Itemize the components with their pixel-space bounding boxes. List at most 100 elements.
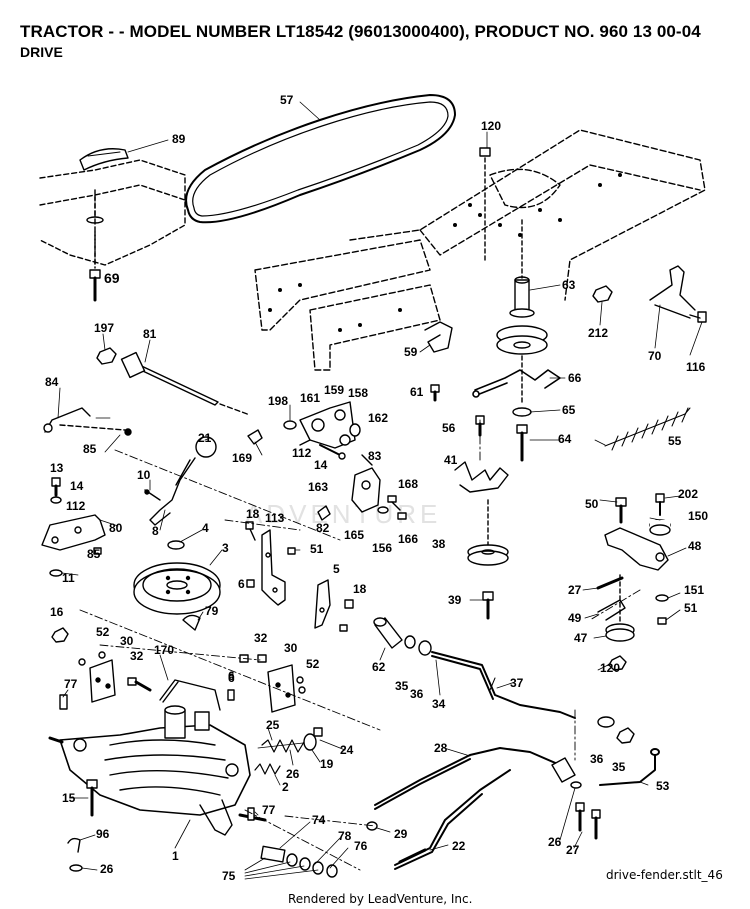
callout-21: 21 — [198, 431, 212, 445]
bolt-69 — [89, 231, 101, 302]
spring-55 — [604, 407, 691, 451]
callout-70: 70 — [648, 349, 662, 363]
bracket-113 — [261, 529, 286, 606]
callout-76: 76 — [354, 839, 368, 853]
bolt-18b — [344, 599, 354, 609]
callout-202: 202 — [678, 487, 698, 501]
callout-1: 1 — [172, 849, 179, 863]
fan-79 — [182, 614, 201, 631]
bolt-61 — [430, 384, 440, 402]
callout-2: 2 — [282, 780, 289, 794]
bracket-48 — [604, 527, 669, 571]
callout-150: 150 — [688, 509, 708, 523]
callout-151: 151 — [684, 583, 704, 597]
bracket-5 — [314, 579, 331, 629]
bolt-15 — [86, 779, 98, 817]
callout-53: 53 — [656, 779, 670, 793]
rod-28 — [374, 747, 561, 810]
callout-59: 59 — [404, 345, 418, 359]
callout-5: 5 — [333, 562, 340, 576]
callout-26-bottom: 26 — [100, 862, 114, 876]
bushing-74 — [260, 845, 286, 863]
idler-pulley-38 — [467, 499, 509, 566]
callout-52-left: 52 — [96, 625, 110, 639]
callout-85-top: 85 — [83, 442, 97, 456]
washer-36 — [418, 640, 432, 656]
drive-belt-57 — [185, 94, 456, 224]
clip-59 — [424, 321, 453, 353]
callout-15: 15 — [62, 791, 76, 805]
callout-8: 8 — [152, 524, 159, 538]
callout-51-mid: 51 — [310, 542, 324, 556]
callout-66: 66 — [568, 371, 582, 385]
callout-18-right: 18 — [353, 582, 367, 596]
callout-30-left: 30 — [120, 634, 134, 648]
callout-212: 212 — [588, 326, 608, 340]
washers-75 — [286, 853, 338, 878]
callout-4: 4 — [202, 521, 209, 535]
callout-14-mid: 14 — [314, 458, 328, 472]
rod-34 — [431, 651, 576, 719]
bushing-151 — [655, 594, 669, 602]
callout-80: 80 — [109, 521, 123, 535]
transaxle-1 — [48, 705, 267, 836]
bracket-30-left — [89, 659, 116, 703]
callout-64: 64 — [558, 432, 572, 446]
callout-6-right: 6 — [228, 669, 235, 683]
nut-24 — [313, 727, 323, 737]
callout-3: 3 — [222, 541, 229, 555]
idler-bracket-66 — [472, 369, 561, 398]
washer-26-right — [570, 781, 582, 789]
callout-29: 29 — [394, 827, 408, 841]
callout-78: 78 — [338, 829, 352, 843]
spacer-19 — [303, 733, 317, 751]
callout-16: 16 — [50, 605, 64, 619]
callout-10: 10 — [137, 468, 151, 482]
callout-113: 113 — [265, 511, 285, 525]
seat-knob-89 — [79, 148, 129, 224]
frame-holes — [268, 173, 622, 332]
callout-116: 116 — [686, 360, 706, 374]
callout-11: 11 — [62, 571, 75, 585]
washer-11 — [49, 569, 63, 577]
callout-112-mid: 112 — [292, 446, 312, 460]
bolt-116 — [689, 311, 707, 323]
callout-112-left: 112 — [66, 499, 86, 513]
callout-36-right: 36 — [590, 752, 604, 766]
callout-37: 37 — [510, 676, 524, 690]
callout-83: 83 — [368, 449, 382, 463]
lever-84 — [43, 407, 132, 436]
washer-26-bottom — [69, 864, 83, 872]
nut-120-top — [479, 147, 491, 261]
bolt-64 — [516, 424, 528, 462]
clip-82 — [317, 505, 331, 521]
callout-57: 57 — [280, 93, 294, 107]
washer-14 — [50, 496, 62, 504]
callout-30-right: 30 — [284, 641, 298, 655]
callout-48: 48 — [688, 539, 702, 553]
bolt-50 — [615, 497, 627, 524]
callout-39: 39 — [448, 593, 462, 607]
callout-52-right: 52 — [306, 657, 320, 671]
pin-10 — [144, 489, 161, 501]
callout-38: 38 — [432, 537, 446, 551]
callout-27-right: 27 — [568, 583, 582, 597]
callout-35-left: 35 — [395, 679, 409, 693]
pin-6 — [227, 689, 235, 701]
bushing-150 — [649, 519, 671, 536]
rendered-by-credit: Rendered by LeadVenture, Inc. — [288, 892, 473, 906]
callout-81: 81 — [143, 327, 157, 341]
bracket-70 — [649, 265, 696, 319]
callout-197: 197 — [94, 321, 114, 335]
callout-50: 50 — [585, 497, 599, 511]
nut-52-right — [296, 676, 306, 694]
tractor-frame — [254, 129, 706, 371]
file-reference: drive-fender.stlt_46 — [606, 868, 723, 882]
callout-74: 74 — [312, 813, 326, 827]
callout-170: 170 — [154, 643, 174, 657]
callout-198: 198 — [268, 394, 288, 408]
rod-170 — [159, 679, 221, 711]
washer-198 — [283, 420, 297, 430]
spring-2 — [254, 763, 281, 775]
callout-34: 34 — [432, 697, 446, 711]
